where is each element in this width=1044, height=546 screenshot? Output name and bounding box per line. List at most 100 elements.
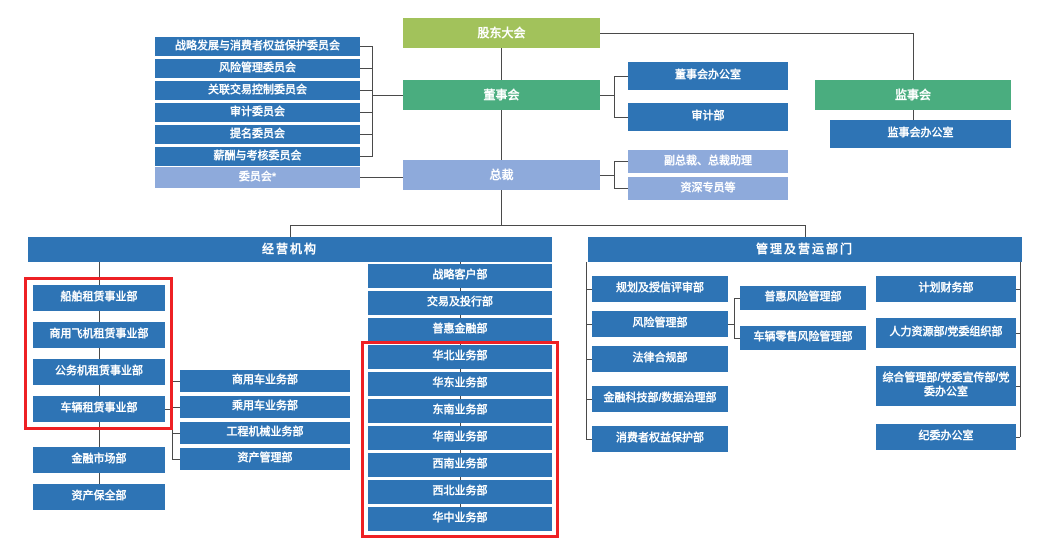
regional-dept-box: 华东业务部 [368, 372, 552, 396]
legal-compliance-dept-box: 法律合规部 [592, 346, 728, 372]
connector-line [600, 95, 614, 96]
connector-line [586, 324, 592, 325]
commercial-vehicle-dept-box: 商用车业务部 [180, 370, 350, 392]
connector-line [913, 110, 914, 120]
consumer-protection-dept-box: 消费者权益保护部 [592, 426, 728, 452]
board-office-box: 董事会办公室 [628, 62, 788, 90]
supervisory-board-box: 监事会 [815, 80, 1011, 110]
connector-line [600, 175, 614, 176]
senior-specialists-box: 资深专员等 [628, 177, 788, 200]
connector-line [586, 439, 592, 440]
connector-line [360, 46, 372, 47]
connector-line [460, 450, 461, 453]
connector-line [501, 48, 502, 80]
connector-line [586, 289, 592, 290]
connector-line [172, 407, 180, 408]
regional-dept-box: 华南业务部 [368, 426, 552, 450]
connector-line [460, 315, 461, 318]
business-units-header: 经营机构 [28, 237, 552, 262]
strategic-clients-dept-box: 战略客户部 [368, 264, 552, 288]
regional-dept-box: 华北业务部 [368, 345, 552, 369]
connector-line [172, 381, 173, 459]
risk-management-dept-box: 风险管理部 [592, 311, 728, 337]
general-admin-party-dept-box: 综合管理部/党委宣传部/党委办公室 [876, 366, 1016, 406]
connector-line [586, 262, 587, 439]
connector-line [172, 459, 180, 460]
connector-line [99, 262, 100, 285]
connector-line [614, 117, 628, 118]
connector-line [1016, 437, 1020, 438]
connector-line [600, 33, 913, 34]
connector-line [460, 396, 461, 399]
vehicle-leasing-division-box: 车辆租赁事业部 [33, 396, 165, 422]
connector-line [460, 369, 461, 372]
connector-line [614, 76, 615, 117]
connector-line [460, 262, 461, 264]
connector-line [913, 33, 914, 80]
connector-line [460, 288, 461, 291]
connector-line [290, 225, 805, 226]
asset-preservation-dept-box: 资产保全部 [33, 484, 165, 510]
audit-department-box: 审计部 [628, 103, 788, 131]
aircraft-leasing-division-box: 商用飞机租赁事业部 [33, 322, 165, 348]
connector-line [99, 473, 100, 484]
asset-management-dept-box: 资产管理部 [180, 448, 350, 470]
connector-line [290, 225, 291, 237]
connector-line [734, 298, 740, 299]
connector-line [614, 161, 615, 189]
supervisory-board-office-box: 监事会办公室 [830, 120, 1011, 148]
connector-line [614, 76, 628, 77]
connector-line [1016, 289, 1020, 290]
president-box: 总裁 [403, 160, 600, 190]
regional-dept-box: 东南业务部 [368, 399, 552, 423]
connector-line [99, 422, 100, 447]
connector-line [734, 298, 735, 338]
connector-line [501, 190, 502, 225]
connector-line [614, 188, 628, 189]
committee-box: 薪酬与考核委员会 [155, 147, 360, 166]
connector-line [360, 112, 372, 113]
connector-line [460, 423, 461, 426]
committees-note-box: 委员会* [155, 167, 360, 188]
connector-line [172, 381, 180, 382]
business-jet-leasing-division-box: 公务机租赁事业部 [33, 359, 165, 385]
inclusive-risk-dept-box: 普惠风险管理部 [740, 286, 866, 310]
regional-dept-box: 西北业务部 [368, 480, 552, 504]
committee-box: 审计委员会 [155, 103, 360, 122]
committee-box: 提名委员会 [155, 125, 360, 144]
vehicle-retail-risk-dept-box: 车辆零售风险管理部 [740, 326, 866, 350]
connector-line [360, 90, 372, 91]
connector-line [805, 225, 806, 237]
connector-line [360, 134, 372, 135]
connector-line [1020, 262, 1021, 437]
financial-markets-dept-box: 金融市场部 [33, 447, 165, 473]
connector-line [460, 504, 461, 507]
trading-investment-banking-dept-box: 交易及投行部 [368, 291, 552, 315]
connector-line [614, 161, 628, 162]
regional-dept-box: 华中业务部 [368, 507, 552, 531]
planning-finance-dept-box: 计划财务部 [876, 276, 1016, 302]
inclusive-finance-dept-box: 普惠金融部 [368, 318, 552, 342]
connector-line [501, 110, 502, 160]
passenger-vehicle-dept-box: 乘用车业务部 [180, 396, 350, 418]
connector-line [360, 156, 372, 157]
discipline-inspection-office-box: 纪委办公室 [876, 424, 1016, 450]
connector-line [586, 399, 592, 400]
board-of-directors-box: 董事会 [403, 80, 600, 110]
connector-line [99, 385, 100, 396]
construction-machinery-dept-box: 工程机械业务部 [180, 422, 350, 444]
fintech-data-governance-dept-box: 金融科技部/数据治理部 [592, 386, 728, 412]
connector-line [586, 359, 592, 360]
planning-credit-review-dept-box: 规划及授信评审部 [592, 276, 728, 302]
connector-line [99, 311, 100, 322]
management-units-header: 管理及营运部门 [588, 237, 1022, 262]
committee-box: 战略发展与消费者权益保护委员会 [155, 37, 360, 56]
connector-line [360, 177, 403, 178]
regional-dept-box: 西南业务部 [368, 453, 552, 477]
connector-line [360, 68, 372, 69]
connector-line [734, 338, 740, 339]
connector-line [1016, 386, 1020, 387]
shareholders-meeting-box: 股东大会 [403, 18, 600, 48]
connector-line [460, 477, 461, 480]
